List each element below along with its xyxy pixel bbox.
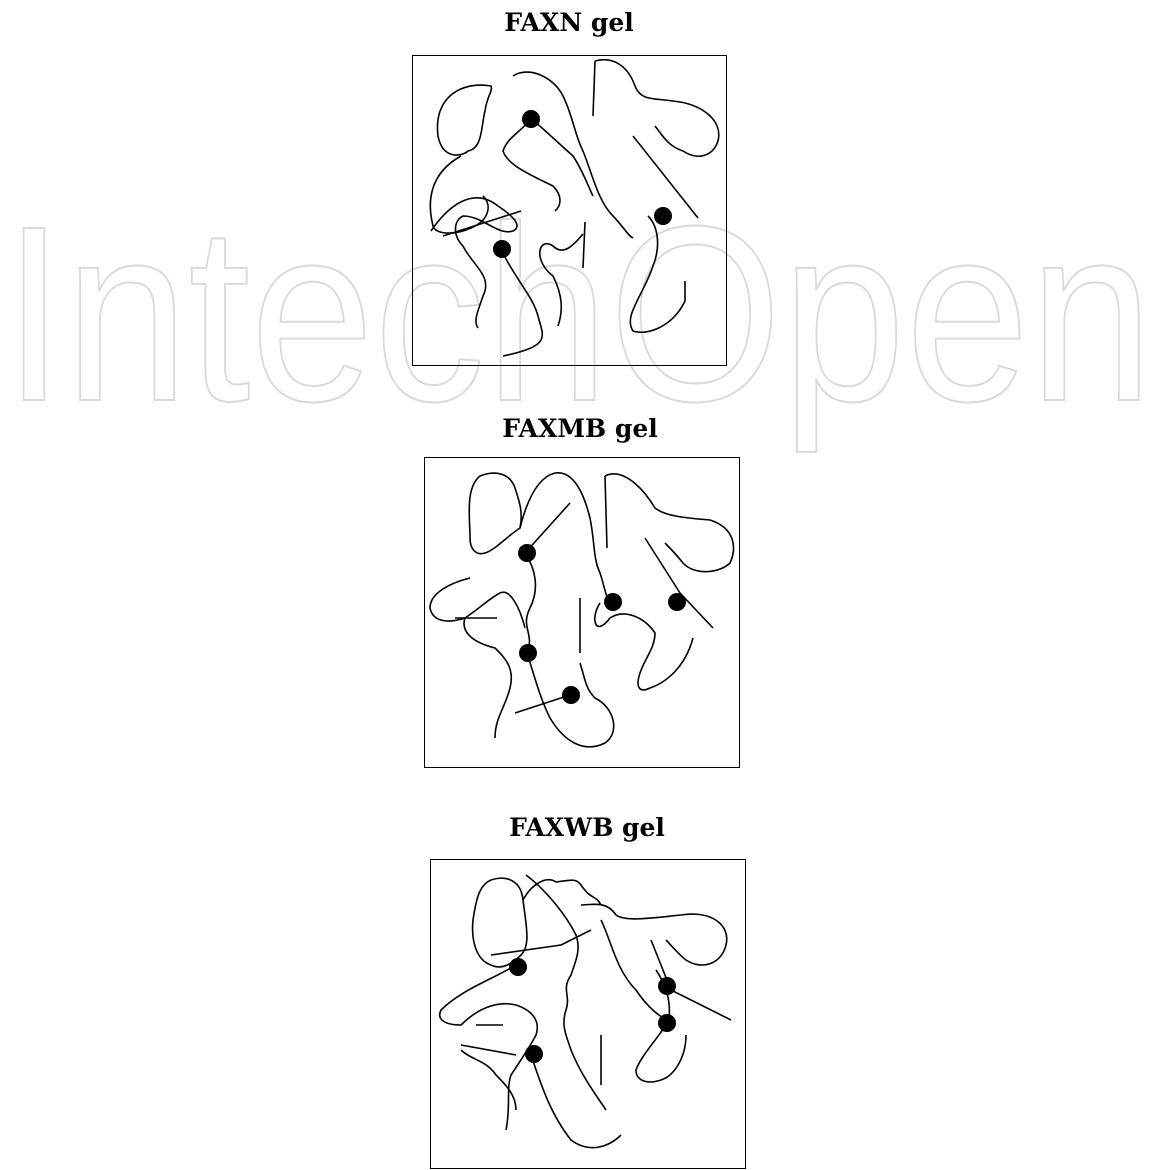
network-diagram-faxn [413,56,728,367]
panel-title-faxwb: FAXWB gel [427,813,747,842]
panel-faxmb-gel [424,457,740,768]
network-diagram-faxwb [431,860,747,1170]
panel-faxn-gel [412,55,727,366]
panel-title-faxmb: FAXMB gel [420,414,740,443]
panel-title-faxn: FAXN gel [409,8,729,37]
network-diagram-faxmb [425,458,741,769]
panel-faxwb-gel [430,859,746,1169]
